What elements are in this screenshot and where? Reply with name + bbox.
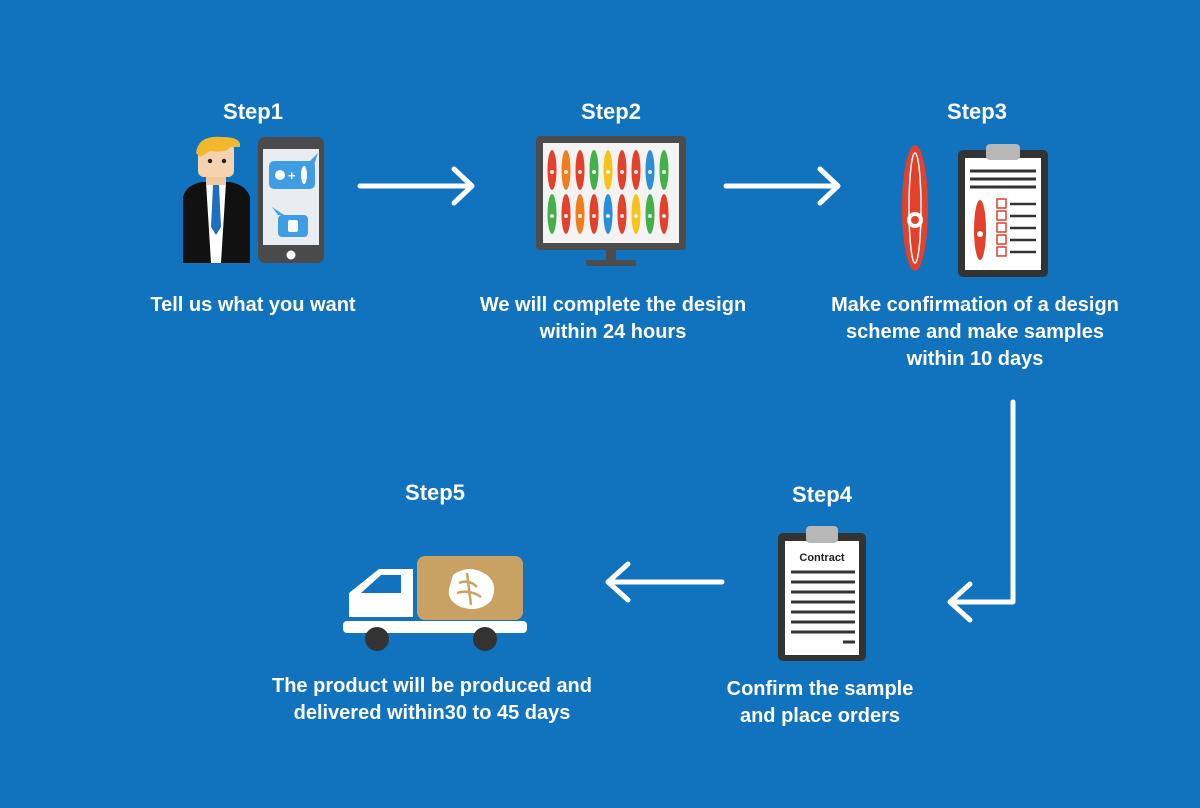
step3-line-3: within 10 days bbox=[906, 348, 1044, 370]
arrow-right-icon bbox=[357, 166, 475, 206]
step1-title: Step1 bbox=[223, 99, 283, 124]
step5-description: The product will be produced and deliver… bbox=[222, 673, 642, 727]
step4-title: Step4 bbox=[792, 482, 852, 507]
contract-label: Contract bbox=[799, 552, 845, 564]
arrow-right-icon bbox=[723, 166, 841, 206]
step2-line-2: within 24 hours bbox=[539, 321, 687, 343]
step3-line-1: Make confirmation of a design bbox=[831, 294, 1119, 316]
step4-line-1: Confirm the sample bbox=[726, 678, 914, 700]
step3-title: Step3 bbox=[947, 99, 1007, 124]
step2-line-1: We will complete the design bbox=[479, 294, 747, 316]
step2-description: We will complete the design within 24 ho… bbox=[420, 292, 806, 346]
arrow-down-left-icon bbox=[947, 399, 1016, 623]
step5-line-1: The product will be produced and bbox=[271, 675, 592, 697]
board-checklist-icon bbox=[902, 144, 1048, 277]
arrow-left-icon bbox=[605, 561, 725, 603]
step3-description: Make confirmation of a design scheme and… bbox=[790, 292, 1160, 373]
step4-description: Confirm the sample and place orders bbox=[680, 676, 960, 730]
monitor-designs-icon bbox=[536, 136, 686, 266]
svg-text:+: + bbox=[288, 168, 296, 183]
step1-line-1: Tell us what you want bbox=[150, 294, 356, 316]
step4-line-2: and place orders bbox=[739, 705, 901, 727]
contract-clipboard-icon: Contract bbox=[778, 526, 866, 661]
step2-title: Step2 bbox=[581, 99, 641, 124]
step1-description: Tell us what you want bbox=[103, 292, 403, 319]
customer-phone-icon: + bbox=[183, 136, 324, 263]
step5-line-2: delivered within30 to 45 days bbox=[293, 702, 571, 724]
step5-title: Step5 bbox=[405, 480, 465, 505]
step3-line-2: scheme and make samples bbox=[846, 321, 1104, 343]
delivery-truck-icon bbox=[343, 556, 527, 651]
